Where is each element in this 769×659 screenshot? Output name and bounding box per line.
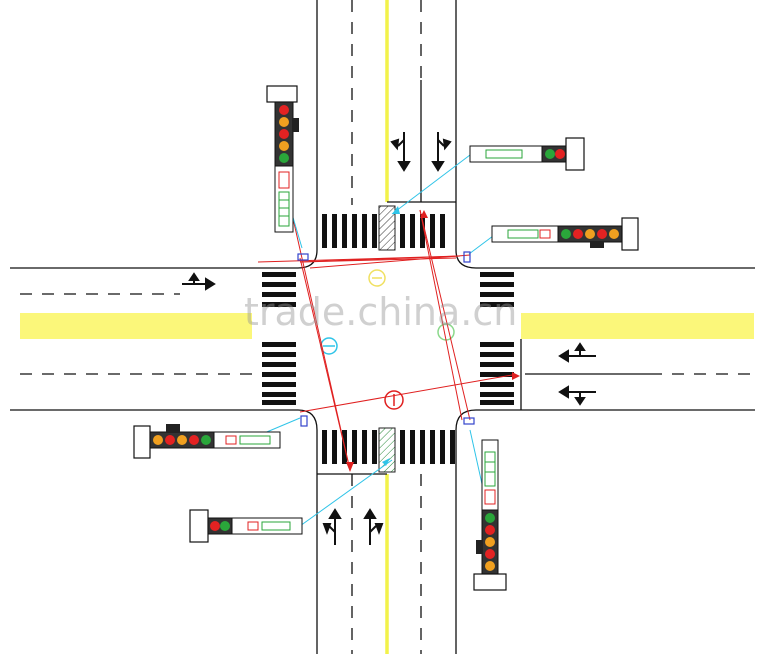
lane-lines — [20, 0, 755, 654]
median-band-west — [20, 313, 252, 339]
crosswalk-west — [262, 272, 296, 405]
lane-arrow-icon — [431, 132, 452, 172]
detector-icon — [297, 253, 309, 261]
refuge-island-south — [378, 427, 396, 473]
lane-arrow-icon — [558, 385, 596, 406]
lane-arrow-icon — [182, 272, 216, 291]
refuge-island-north — [378, 205, 396, 251]
ray-arrowhead — [392, 206, 400, 214]
traffic-signal-head-icon — [133, 424, 281, 459]
median-band-east — [521, 313, 754, 339]
traffic-signal-head-icon — [473, 439, 507, 591]
detector-icon — [463, 417, 475, 425]
detector-icon — [463, 251, 471, 263]
pedestrian-signal-icon — [384, 390, 404, 410]
lane-arrow-icon — [390, 132, 411, 172]
ray-arrowhead — [512, 372, 520, 380]
traffic-signal-head-icon — [266, 85, 299, 233]
road-edges — [10, 0, 755, 654]
traffic-signal-head-icon — [491, 217, 639, 251]
ray-arrowhead — [382, 458, 390, 466]
crosswalk-north — [322, 214, 445, 248]
ray-arrowhead — [420, 210, 428, 218]
traffic-signal-head-icon — [189, 509, 303, 543]
lane-arrow-icon — [558, 342, 596, 363]
ray-arrowhead — [346, 462, 354, 472]
crosswalk-east — [480, 272, 514, 405]
lane-arrow-icon — [363, 508, 384, 545]
traffic-signal-head-icon — [469, 137, 585, 171]
lane-arrow-icon — [322, 508, 342, 545]
detector-icon — [300, 415, 308, 427]
pedestrian-signal-icon — [368, 269, 386, 287]
